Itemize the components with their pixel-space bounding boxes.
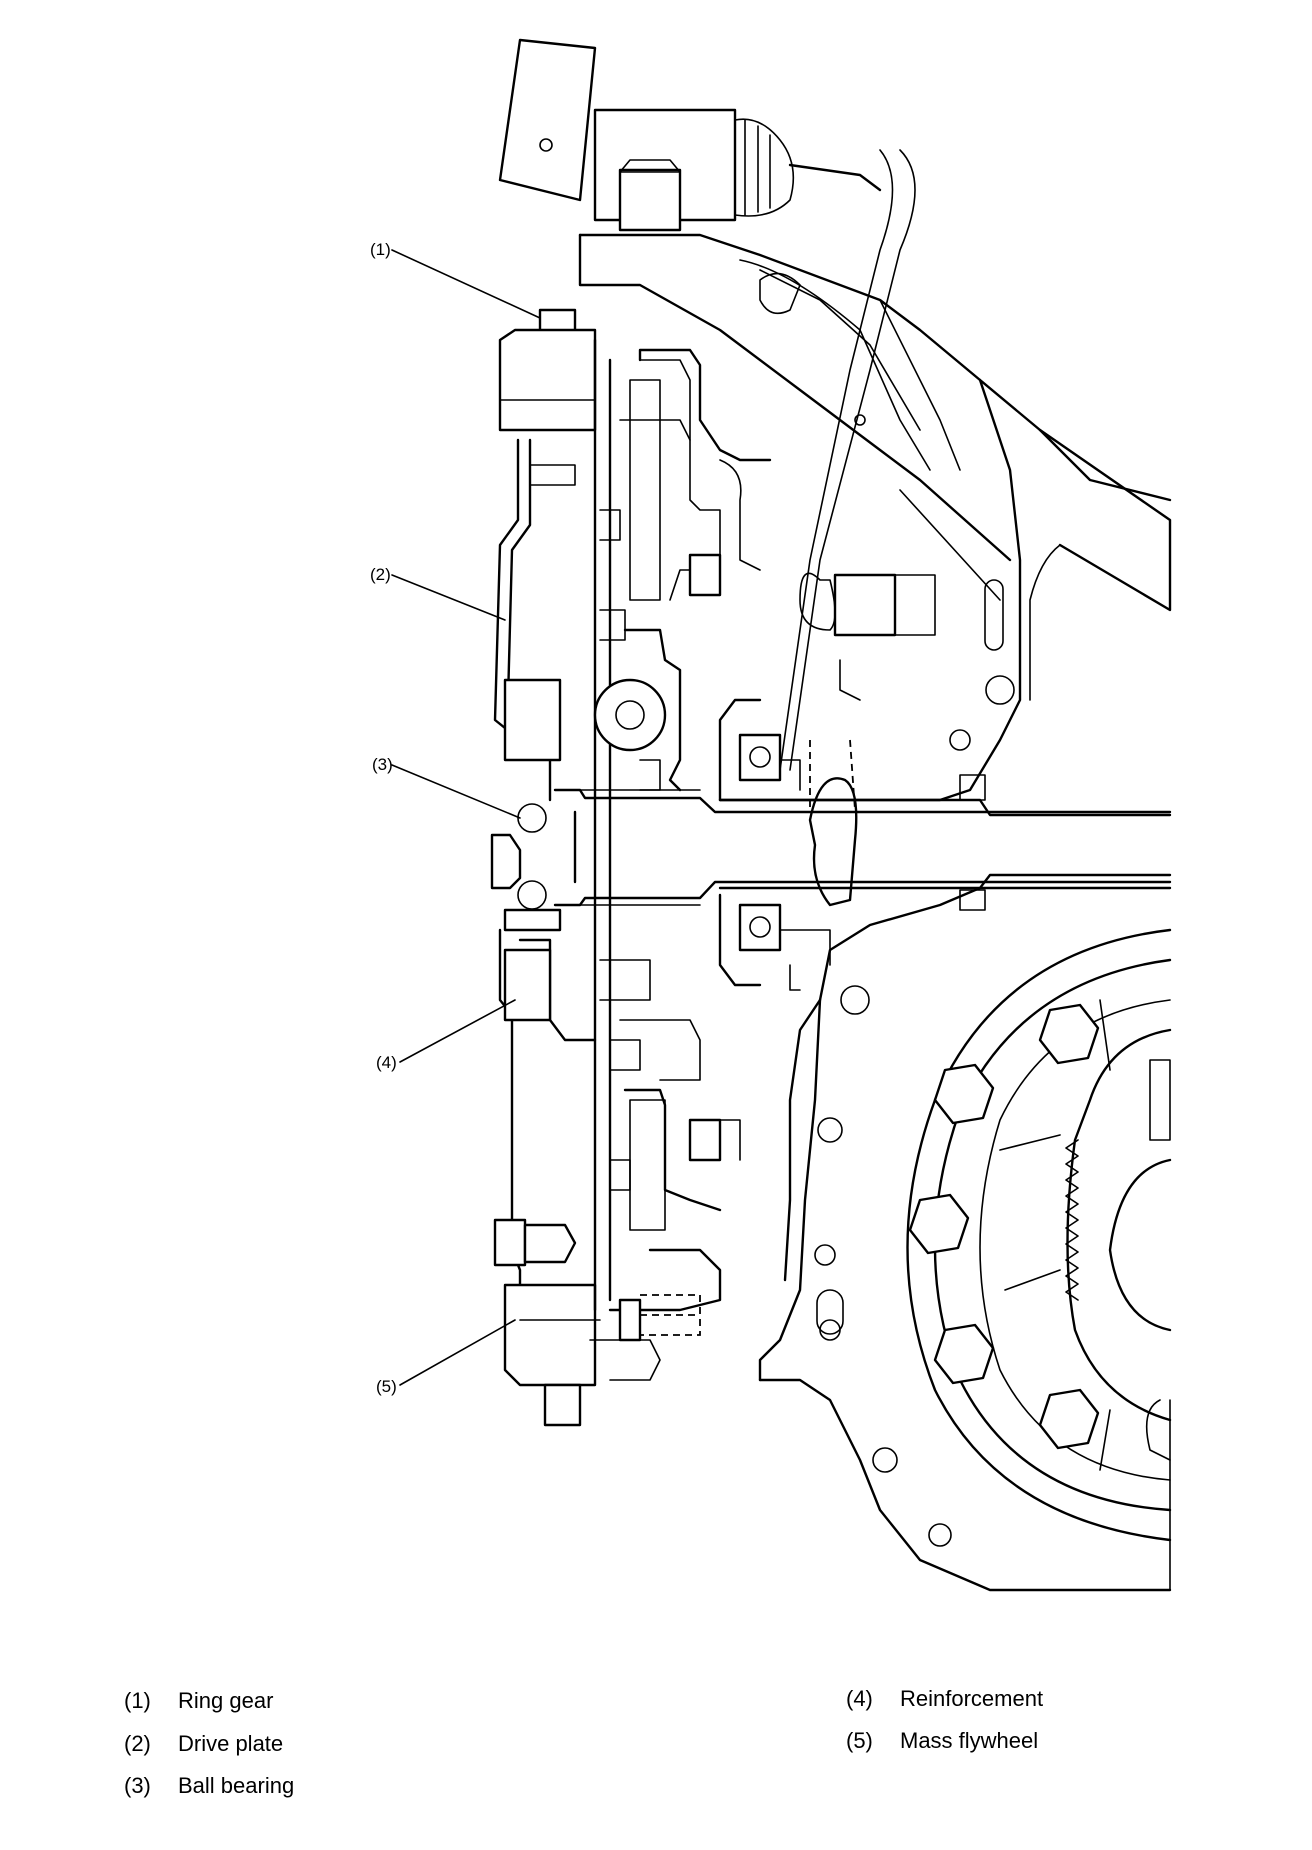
flywheel-assembly <box>490 308 601 1427</box>
lower-housing <box>758 886 1172 1592</box>
lower-bolts <box>589 1294 701 1381</box>
callout-3: (3) <box>372 755 393 774</box>
callout-2: (2) <box>370 565 391 584</box>
callout-5: (5) <box>376 1377 397 1396</box>
transmission-housing <box>578 149 1172 911</box>
callout-1: (1) <box>370 240 391 259</box>
release-cylinder <box>498 38 882 232</box>
callout-leaders <box>391 249 541 1386</box>
clutch-disc <box>593 338 772 1312</box>
flywheel-cross-section-diagram: (1) (2) (3) (4) (5) <box>370 38 1172 1592</box>
input-shaft <box>553 788 1172 907</box>
release-bearing <box>718 572 936 991</box>
callout-4: (4) <box>376 1053 397 1072</box>
callout-labels: (1) (2) (3) (4) (5) <box>370 240 397 1396</box>
